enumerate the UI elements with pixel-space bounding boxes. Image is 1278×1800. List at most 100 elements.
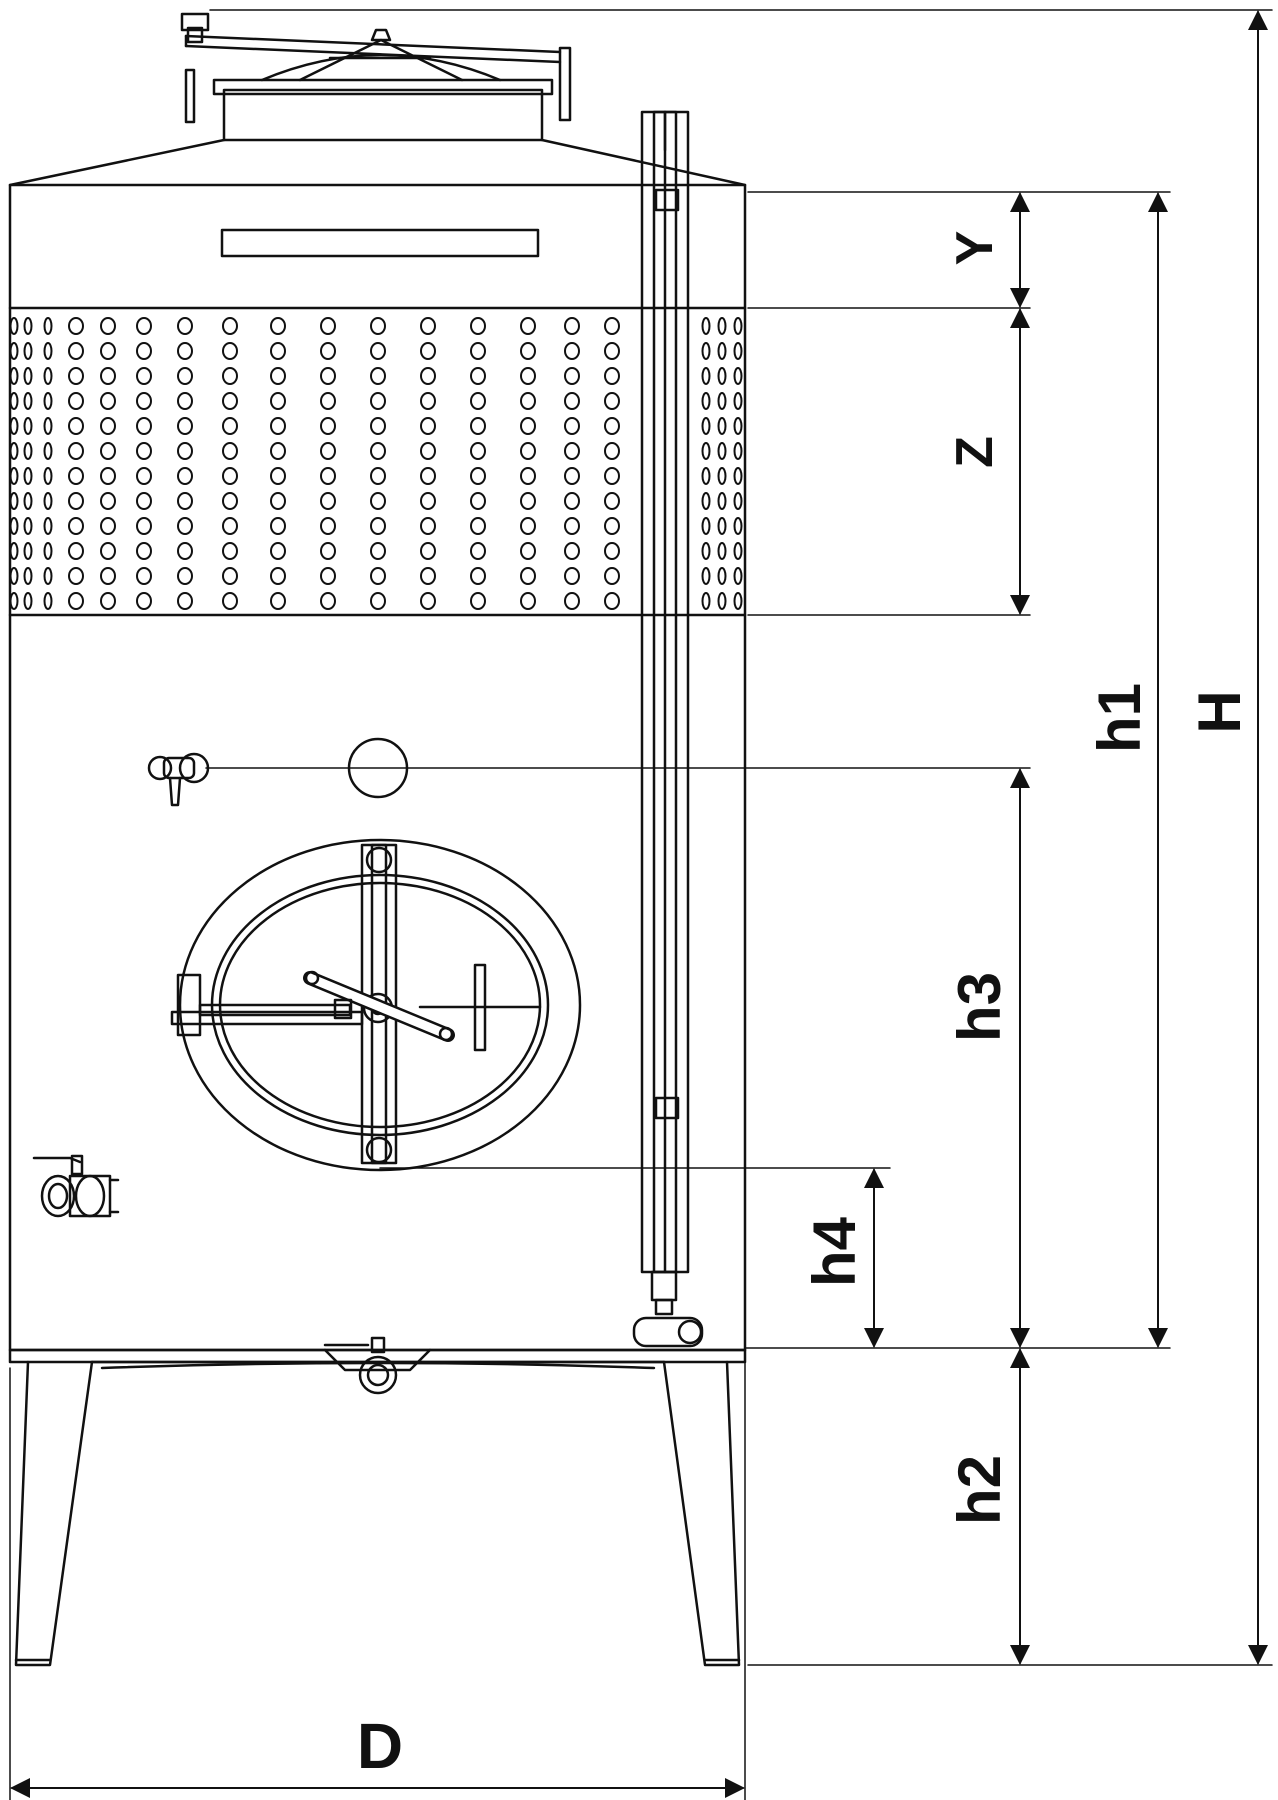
jacket-dimple <box>604 542 620 560</box>
jacket-dimple <box>68 542 84 560</box>
dim-label-h1: h1 <box>1086 683 1153 753</box>
jacket-dimple <box>604 517 620 535</box>
jacket-dimple <box>370 517 386 535</box>
jacket-dimple <box>270 417 286 435</box>
jacket-dimple <box>564 317 580 335</box>
jacket-dimple <box>9 567 19 585</box>
jacket-dimple <box>177 467 193 485</box>
jacket-dimple <box>564 342 580 360</box>
jacket-dimple <box>604 442 620 460</box>
jacket-dimple <box>470 392 486 410</box>
jacket-dimple <box>320 467 336 485</box>
level-gauge-icon <box>632 110 704 1348</box>
jacket-dimple <box>604 467 620 485</box>
jacket-dimple <box>717 467 727 485</box>
jacket-dimple <box>717 417 727 435</box>
jacket-dimple <box>370 392 386 410</box>
jacket-dimple <box>701 442 711 460</box>
jacket-dimple <box>320 592 336 610</box>
jacket-dimple <box>23 367 33 385</box>
jacket-dimple <box>222 542 238 560</box>
jacket-dimple <box>43 442 53 460</box>
dim-label-Z: Z <box>946 436 1004 468</box>
jacket-dimple <box>177 542 193 560</box>
jacket-dimple <box>717 567 727 585</box>
jacket-dimple <box>604 492 620 510</box>
jacket-dimple <box>370 417 386 435</box>
jacket-dimple <box>177 342 193 360</box>
jacket-dimple <box>520 542 536 560</box>
jacket-dimple <box>43 517 53 535</box>
jacket-dimple <box>177 517 193 535</box>
jacket-dimple <box>23 342 33 360</box>
jacket-dimple <box>100 592 116 610</box>
jacket-dimple <box>270 492 286 510</box>
jacket-dimple <box>270 442 286 460</box>
jacket-dimple <box>420 342 436 360</box>
jacket-dimple <box>470 342 486 360</box>
jacket-dimple <box>370 342 386 360</box>
jacket-dimple <box>23 392 33 410</box>
jacket-dimple <box>100 492 116 510</box>
jacket-dimple <box>23 417 33 435</box>
jacket-dimple <box>136 467 152 485</box>
jacket-dimple <box>100 367 116 385</box>
jacket-dimple <box>9 317 19 335</box>
jacket-dimple <box>564 517 580 535</box>
jacket-dimple <box>177 492 193 510</box>
jacket-dimple <box>9 517 19 535</box>
jacket-dimple <box>68 492 84 510</box>
jacket-dimple <box>43 542 53 560</box>
dim-label-h4: h4 <box>801 1216 868 1287</box>
jacket-dimple <box>9 367 19 385</box>
jacket-dimple <box>701 317 711 335</box>
jacket-dimple <box>420 592 436 610</box>
jacket-dimple <box>520 492 536 510</box>
jacket-dimple <box>733 542 743 560</box>
jacket-dimple <box>370 542 386 560</box>
jacket-dimple <box>320 317 336 335</box>
jacket-dimple <box>222 367 238 385</box>
jacket-dimple <box>701 417 711 435</box>
jacket-dimple <box>68 367 84 385</box>
dimension-lines <box>9 9 1273 1800</box>
jacket-dimple <box>420 517 436 535</box>
jacket-dimple <box>717 392 727 410</box>
jacket-dimple <box>733 367 743 385</box>
jacket-dimple <box>733 442 743 460</box>
jacket-dimple <box>100 417 116 435</box>
jacket-dimple <box>222 342 238 360</box>
jacket-dimple <box>701 492 711 510</box>
jacket-dimple <box>717 542 727 560</box>
jacket-dimple <box>564 567 580 585</box>
jacket-dimple <box>470 467 486 485</box>
jacket-dimple <box>604 342 620 360</box>
jacket-dimple <box>222 317 238 335</box>
tank-legs <box>8 1348 747 1667</box>
jacket-dimple <box>701 467 711 485</box>
jacket-dimple <box>68 317 84 335</box>
jacket-dimple <box>23 467 33 485</box>
jacket-dimple <box>43 342 53 360</box>
jacket-dimple <box>520 317 536 335</box>
jacket-dimple <box>23 317 33 335</box>
jacket-dimple <box>9 342 19 360</box>
jacket-dimple <box>23 492 33 510</box>
jacket-dimple <box>23 567 33 585</box>
jacket-dimple <box>701 392 711 410</box>
jacket-dimple <box>520 417 536 435</box>
jacket-dimple <box>100 317 116 335</box>
jacket-dimple <box>733 492 743 510</box>
jacket-dimple <box>701 367 711 385</box>
jacket-dimple <box>717 442 727 460</box>
jacket-dimple <box>733 342 743 360</box>
jacket-dimple <box>564 542 580 560</box>
jacket-dimple <box>320 517 336 535</box>
jacket-dimple <box>68 567 84 585</box>
dim-label-D: D <box>357 1710 403 1782</box>
jacket-dimple <box>370 492 386 510</box>
jacket-dimple <box>717 517 727 535</box>
jacket-dimple <box>420 317 436 335</box>
jacket-dimple <box>320 367 336 385</box>
